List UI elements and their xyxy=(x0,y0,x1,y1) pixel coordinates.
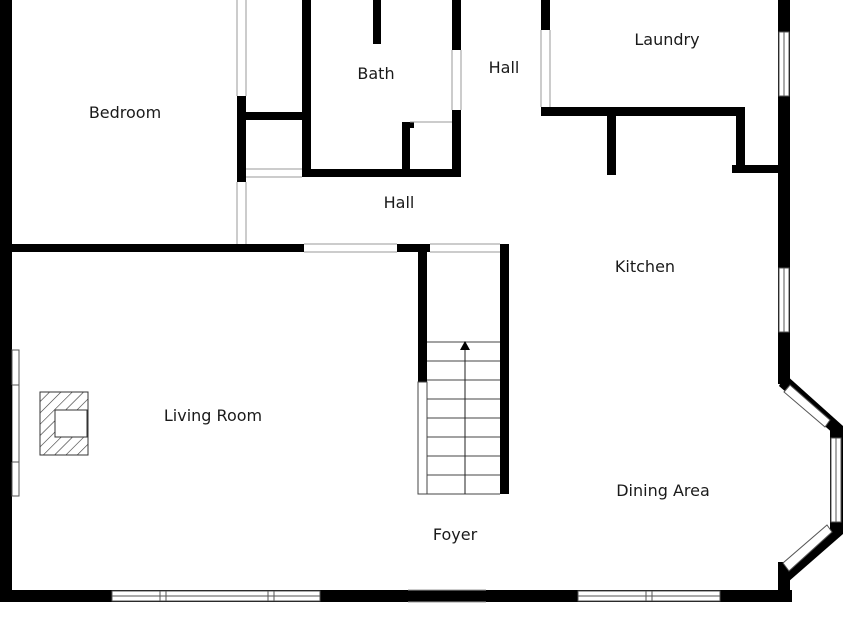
laundry-east-foot xyxy=(732,165,782,173)
bath-east-wall-lower xyxy=(452,110,461,177)
room-label-living-room: Living Room xyxy=(164,406,262,425)
window-living-west xyxy=(11,349,20,497)
stairs xyxy=(417,341,500,495)
room-label-hall-middle: Hall xyxy=(384,193,415,212)
room-label-dining-area: Dining Area xyxy=(616,481,710,500)
openings xyxy=(236,0,551,603)
window-bay-upper xyxy=(783,384,831,428)
interior-walls xyxy=(12,0,782,494)
room-label-kitchen: Kitchen xyxy=(615,257,675,276)
laundry-south-wall xyxy=(541,107,745,116)
closet-north-wall xyxy=(237,112,309,120)
room-label-bath: Bath xyxy=(357,64,394,83)
stair-wall-left xyxy=(418,244,427,382)
bath-west-wall xyxy=(302,0,311,176)
linen-closet-wall xyxy=(402,122,410,177)
room-label-laundry: Laundry xyxy=(634,30,699,49)
pantry-stub xyxy=(607,115,616,175)
bedroom-east-wall-upper xyxy=(237,96,246,182)
room-label-bedroom: Bedroom xyxy=(89,103,161,122)
fireplace-hatched-icon xyxy=(39,391,89,456)
stair-header-left xyxy=(397,244,430,252)
stairs-up-arrow-icon xyxy=(460,341,470,350)
window-bay-lower xyxy=(782,524,833,572)
bath-south-wall xyxy=(302,169,460,177)
laundry-east-return xyxy=(736,107,745,173)
windows xyxy=(2,31,842,602)
bedroom-south-wall xyxy=(12,244,304,252)
stair-wall-right xyxy=(500,244,509,494)
room-label-foyer: Foyer xyxy=(433,525,478,544)
bath-partition xyxy=(373,0,381,44)
room-label-hall-upper: Hall xyxy=(489,58,520,77)
laundry-west-wall xyxy=(541,0,550,30)
bath-east-wall-upper xyxy=(452,0,461,50)
linen-closet-top xyxy=(402,122,414,128)
west-wall xyxy=(0,0,12,602)
